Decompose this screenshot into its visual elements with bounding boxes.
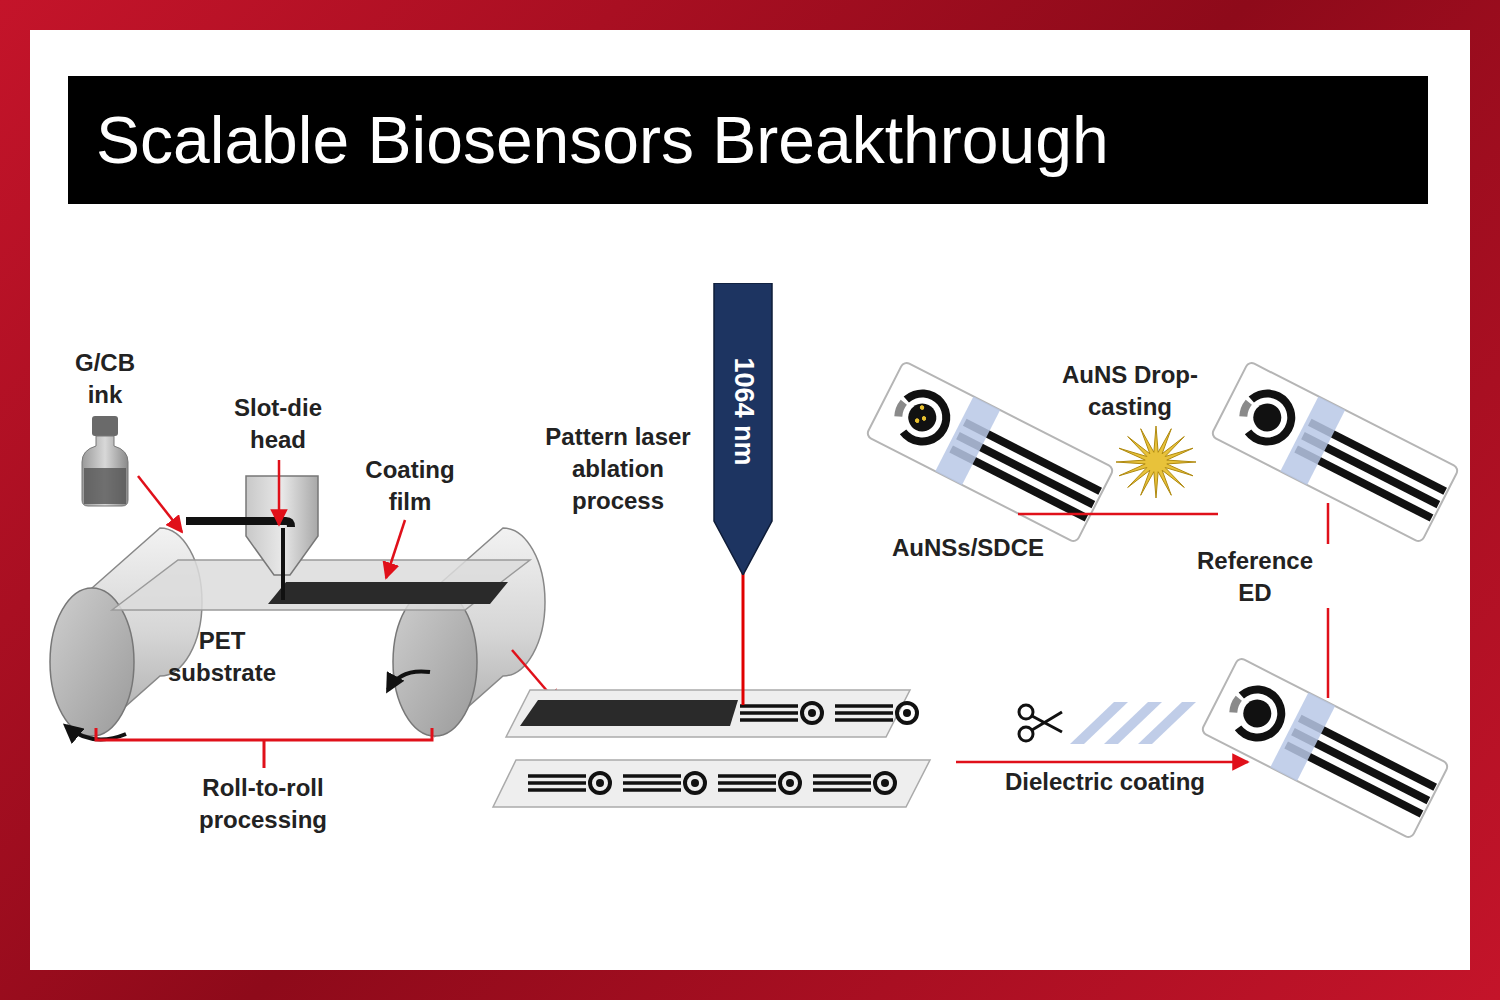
strip <box>506 690 917 737</box>
flow-line <box>1018 513 1218 516</box>
electrode-pattern <box>623 773 705 793</box>
pet-substrate <box>112 560 530 610</box>
ink-bottle <box>82 416 128 506</box>
nozzle-line <box>281 528 285 600</box>
process-label: Roll-to-roll processing <box>168 772 358 836</box>
scissors-icon <box>1019 705 1062 741</box>
feed-tube <box>186 521 291 527</box>
electrode-label: AuNSs/SDCE <box>853 532 1083 564</box>
electrode-card <box>866 361 1114 543</box>
gold-nanostar <box>1116 426 1196 498</box>
pointer-arrow <box>138 476 182 532</box>
laser-beam <box>737 572 749 705</box>
strip <box>493 760 930 807</box>
electrode-card <box>1201 657 1449 839</box>
step-label: Dielectric coating <box>975 766 1235 798</box>
part-label: Coating film <box>350 454 470 518</box>
electrode-label: Reference ED <box>1185 545 1325 609</box>
electrode-pattern <box>835 703 917 723</box>
ink-label: G/CB ink <box>65 347 145 411</box>
laser-beam <box>742 572 745 705</box>
step-label: AuNS Drop-casting <box>1030 359 1230 423</box>
pointer-arrow <box>278 460 281 525</box>
title-text: Scalable Biosensors Breakthrough <box>68 107 1109 173</box>
flow-arrow <box>956 761 1248 764</box>
dielectric-strip <box>1138 702 1196 744</box>
laser-head: 1064 nm <box>713 283 773 575</box>
part-label: Slot-die head <box>213 392 343 456</box>
part-label: PET substrate <box>147 625 297 689</box>
electrode-pattern <box>528 773 610 793</box>
flow-line <box>1327 503 1330 698</box>
electrode-pattern <box>740 703 822 723</box>
roller <box>50 528 202 736</box>
electrode-card <box>1211 361 1459 543</box>
coating-film <box>268 582 508 604</box>
electrode-pattern <box>718 773 800 793</box>
title-bar: Scalable Biosensors Breakthrough <box>68 76 1428 204</box>
wavelength-label: 1064 nm <box>730 357 757 465</box>
process-label: Pattern laser ablation process <box>528 421 708 517</box>
pointer-arrow <box>386 520 405 578</box>
electrode-pattern <box>813 773 895 793</box>
bracket <box>96 728 432 768</box>
rotation-arrow <box>388 671 430 690</box>
